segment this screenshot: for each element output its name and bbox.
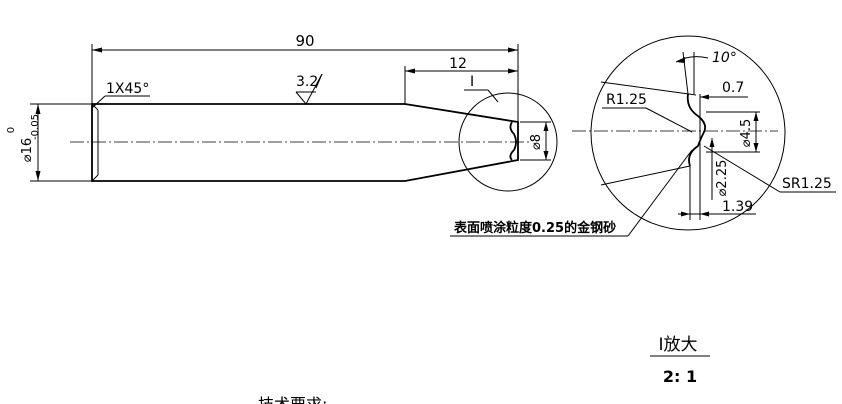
arrow-head [508, 47, 518, 53]
surface-note: 表面喷涂粒度0.25的金钢砂 [453, 220, 616, 236]
chamfer-label: 1X45° [106, 81, 149, 97]
arrow-head [543, 151, 549, 160]
roughness-value: 3.2 [296, 74, 318, 90]
arrow-head [676, 57, 685, 63]
dim-sphere-radius: SR1.25 [782, 176, 832, 192]
chamfer-line [91, 103, 99, 111]
detail-taper-lower [600, 165, 691, 186]
note-leader [627, 149, 693, 237]
dim-shaft-dia: ⌀16 [20, 138, 35, 162]
main-view: 90 12 1X45° 3.2 I ⌀8 ⌀16 0 [6, 32, 558, 192]
dim-length-90: 90 [295, 32, 314, 50]
chamfer-leader [91, 95, 106, 109]
arrow-head [92, 47, 102, 53]
radius-leader [645, 107, 693, 133]
roughness-shelf [315, 73, 323, 89]
dim-angle: 10° [712, 50, 737, 66]
arrow-head [681, 211, 690, 217]
dim-depth: 1.39 [722, 199, 753, 215]
arrow-head [753, 112, 759, 121]
tech-requirements-heading: 技术要求: [258, 395, 327, 404]
dim-radius: R1.25 [606, 92, 647, 108]
arrow-head [508, 68, 518, 74]
arrow-head [700, 211, 709, 217]
arrow-head [700, 94, 709, 100]
detail-view: 10° 0.7 R1.25 ⌀4.5 ⌀2.25 SR1.25 1.39 [450, 35, 836, 237]
detail-circle [458, 92, 558, 192]
sphere-leader [703, 145, 781, 193]
scale-title: I放大 [658, 335, 697, 355]
detail-label-i: I [470, 74, 474, 90]
roughness-symbol [295, 73, 323, 105]
chamfer-line [91, 174, 99, 182]
dim-taper-12: 12 [449, 56, 467, 72]
arrow-head [35, 104, 41, 114]
detail-leader [487, 89, 499, 103]
tol-upper: 0 [6, 127, 17, 133]
arrow-head [709, 138, 715, 147]
dim-dia-outer: ⌀4.5 [739, 119, 754, 148]
arrow-head [405, 68, 415, 74]
arrow-head [753, 143, 759, 152]
tip-groove [509, 121, 517, 161]
detail-groove-profile [686, 93, 707, 167]
tol-lower: -0.05 [30, 114, 41, 140]
arrow-head [543, 122, 549, 131]
arrow-head [35, 171, 41, 181]
dim-tip-dia: ⌀8 [529, 134, 544, 150]
detail-taper-upper [600, 81, 697, 96]
dim-dia-inner: ⌀2.25 [715, 160, 730, 197]
shaft-outline [91, 103, 519, 182]
scale-ratio: 2: 1 [663, 367, 697, 386]
detail-view-circle [590, 35, 786, 231]
dim-groove-offset: 0.7 [722, 80, 744, 96]
